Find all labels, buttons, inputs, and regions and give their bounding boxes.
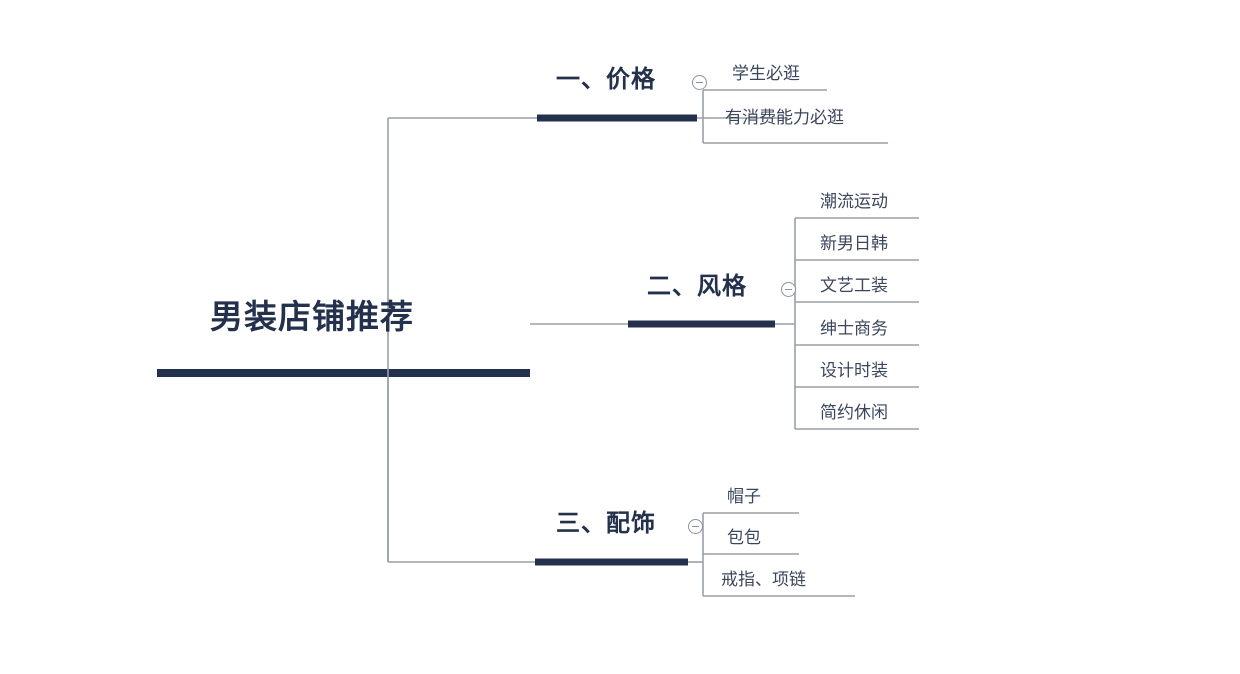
leaf-label-2-6[interactable]: 简约休闲: [820, 403, 888, 423]
branch-label-1[interactable]: 一、价格: [556, 66, 656, 93]
leaf-label-2-1[interactable]: 潮流运动: [820, 192, 888, 212]
leaf-label-3-1[interactable]: 帽子: [727, 487, 761, 507]
branch-3-bar: [535, 558, 688, 566]
leaf-label-2-4[interactable]: 绅士商务: [820, 319, 888, 339]
leaf-label-2-2[interactable]: 新男日韩: [820, 234, 888, 254]
leaf-label-2-3[interactable]: 文艺工装: [820, 276, 888, 296]
leaf-label-2-5[interactable]: 设计时装: [820, 361, 888, 381]
collapse-minus-icon-branch-1[interactable]: [692, 75, 707, 90]
branch-label-3[interactable]: 三、配饰: [556, 510, 656, 537]
branch-1-bar: [537, 114, 697, 122]
leaf-label-3-2[interactable]: 包包: [727, 528, 761, 548]
root-node-label[interactable]: 男装店铺推荐: [210, 298, 414, 335]
leaf-label-3-3[interactable]: 戒指、项链: [721, 570, 806, 590]
collapse-minus-icon-branch-3[interactable]: [688, 519, 703, 534]
leaf-label-1-2[interactable]: 有消费能力必逛: [725, 108, 844, 128]
leaf-label-1-1[interactable]: 学生必逛: [732, 64, 800, 84]
branch-2-bar: [628, 320, 775, 328]
branch-label-2[interactable]: 二、风格: [647, 273, 747, 300]
collapse-minus-icon-branch-2[interactable]: [781, 282, 796, 297]
root-underline-bar: [157, 369, 530, 377]
